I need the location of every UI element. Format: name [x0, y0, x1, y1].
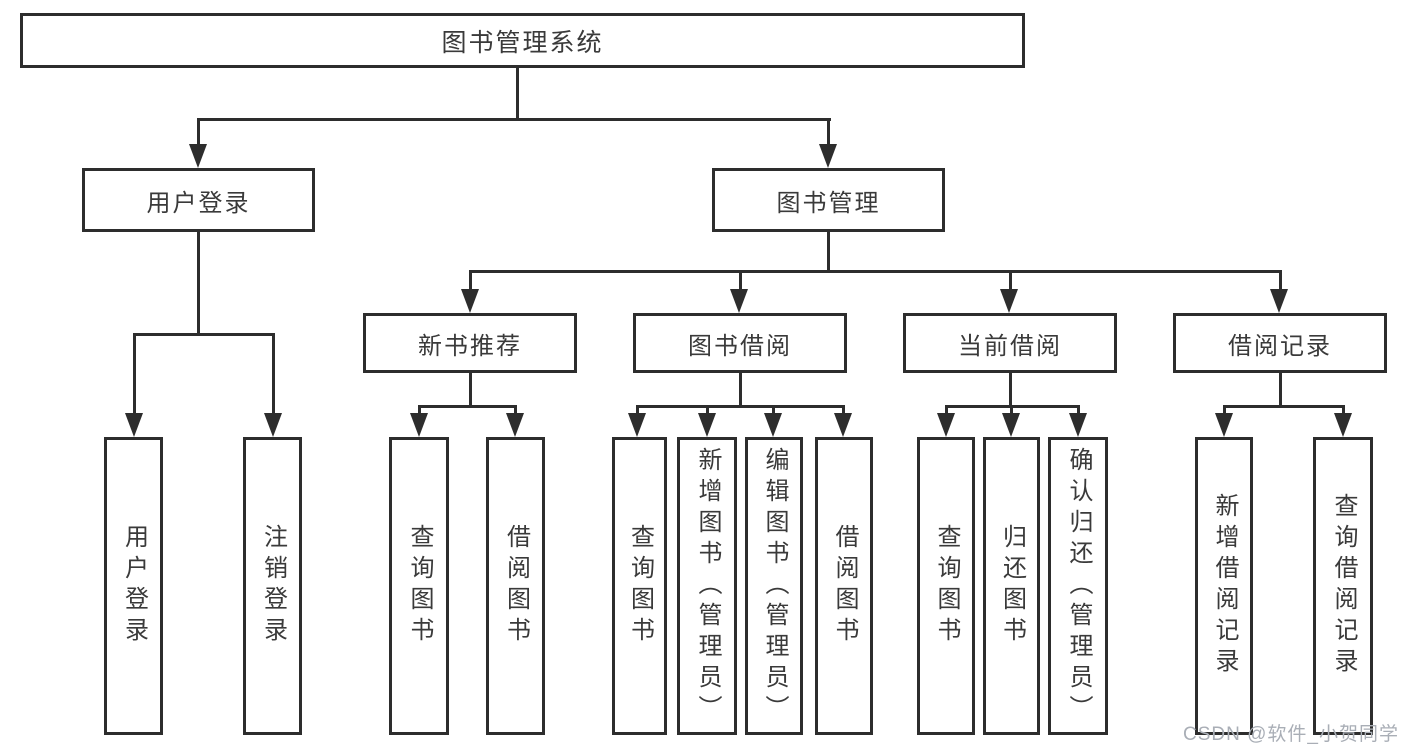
leaf-query-books-recommend: 查询图书 — [389, 437, 449, 735]
leaf-query-borrow-record: 查询借阅记录 — [1313, 437, 1373, 735]
arrow-down-icon — [1270, 289, 1288, 313]
arrow-down-icon — [937, 413, 955, 437]
arrow-down-icon — [125, 413, 143, 437]
connector-line — [1077, 405, 1080, 415]
connector-line — [197, 232, 200, 335]
leaf-user-login: 用户登录 — [104, 437, 163, 735]
connector-line — [739, 373, 742, 407]
leaf-borrow-books-recommend: 借阅图书 — [486, 437, 545, 735]
connector-line — [636, 405, 639, 415]
arrow-down-icon — [461, 289, 479, 313]
connector-line — [1010, 405, 1013, 415]
arrow-down-icon — [189, 144, 207, 168]
connector-line — [514, 405, 517, 415]
connector-line — [772, 405, 775, 415]
connector-line — [1009, 373, 1012, 407]
connector-line — [272, 333, 275, 414]
leaf-query-books-borrowing: 查询图书 — [612, 437, 667, 735]
connector-line — [842, 405, 845, 415]
leaf-add-book-admin: 新增图书（管理员） — [677, 437, 737, 735]
leaf-return-book: 归还图书 — [983, 437, 1040, 735]
node-library-management-system: 图书管理系统 — [20, 13, 1025, 68]
connector-line — [1279, 373, 1282, 407]
connector-line — [469, 270, 1282, 273]
connector-line — [418, 405, 517, 408]
node-user-login: 用户登录 — [82, 168, 315, 232]
connector-line — [636, 405, 845, 408]
arrow-down-icon — [1215, 413, 1233, 437]
connector-line — [1009, 270, 1012, 292]
arrow-down-icon — [764, 413, 782, 437]
connector-line — [516, 68, 519, 120]
node-current-borrowing: 当前借阅 — [903, 313, 1117, 373]
connector-line — [1342, 405, 1345, 415]
connector-line — [1223, 405, 1345, 408]
leaf-borrow-books-borrowing: 借阅图书 — [815, 437, 873, 735]
node-new-book-recommend: 新书推荐 — [363, 313, 577, 373]
connector-line — [197, 118, 200, 146]
connector-line — [827, 232, 830, 273]
connector-line — [469, 373, 472, 407]
arrow-down-icon — [628, 413, 646, 437]
connector-line — [1223, 405, 1226, 415]
arrow-down-icon — [730, 289, 748, 313]
connector-line — [706, 405, 709, 415]
leaf-query-books-current: 查询图书 — [917, 437, 975, 735]
connector-line — [739, 270, 742, 292]
connector-line — [827, 118, 830, 146]
connector-line — [945, 405, 948, 415]
connector-line — [197, 118, 831, 121]
connector-line — [418, 405, 421, 415]
leaf-edit-book-admin: 编辑图书（管理员） — [745, 437, 803, 735]
arrow-down-icon — [698, 413, 716, 437]
connector-line — [133, 333, 136, 414]
connector-line — [1279, 270, 1282, 292]
arrow-down-icon — [1334, 413, 1352, 437]
watermark: CSDN @软件_小贺同学 — [1183, 724, 1399, 745]
node-book-borrowing: 图书借阅 — [633, 313, 847, 373]
leaf-confirm-return-admin: 确认归还（管理员） — [1048, 437, 1108, 735]
node-book-management: 图书管理 — [712, 168, 945, 232]
arrow-down-icon — [819, 144, 837, 168]
node-borrowing-records: 借阅记录 — [1173, 313, 1387, 373]
arrow-down-icon — [506, 413, 524, 437]
arrow-down-icon — [410, 413, 428, 437]
arrow-down-icon — [834, 413, 852, 437]
leaf-logout: 注销登录 — [243, 437, 302, 735]
connector-line — [469, 270, 472, 292]
arrow-down-icon — [1002, 413, 1020, 437]
arrow-down-icon — [264, 413, 282, 437]
arrow-down-icon — [1069, 413, 1087, 437]
leaf-add-borrow-record: 新增借阅记录 — [1195, 437, 1253, 735]
arrow-down-icon — [1000, 289, 1018, 313]
connector-line — [133, 333, 275, 336]
